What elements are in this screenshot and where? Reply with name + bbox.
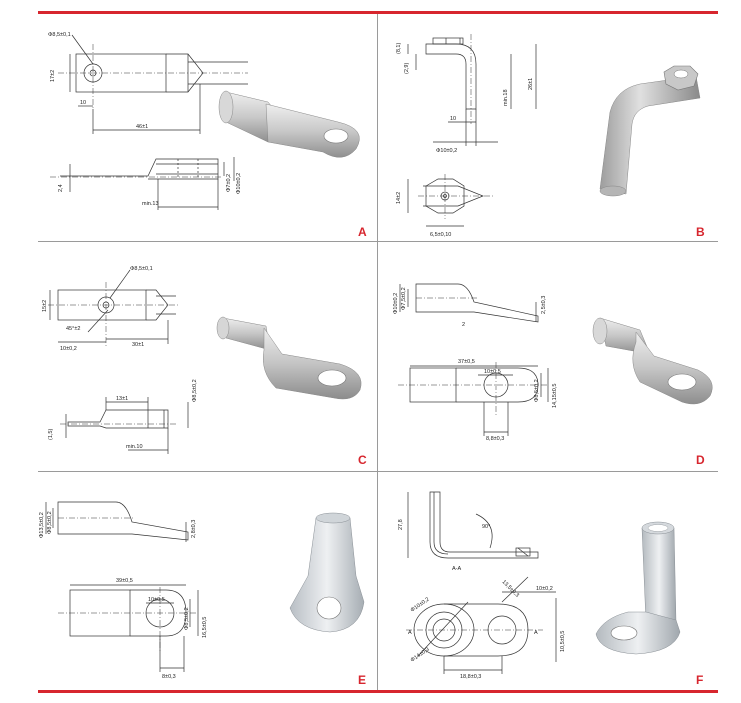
a-dim-inner: Φ7±0,2: [226, 174, 232, 192]
f-dim-height: 27,8: [398, 519, 404, 530]
panel-f-letter: F: [696, 673, 704, 687]
f-lug-render: [595, 521, 681, 655]
a-dim-length: 46±1: [136, 124, 148, 130]
f-dim-length: 18,8±0,3: [460, 674, 481, 680]
panel-f: 27,8 90° A-A Φ10±0,2 Φ14±0,3 13,5±0,3 10…: [378, 472, 718, 690]
panel-d-drawing: Φ10±0,2 Φ7,5±0,2 2 2,5±0,3 37±0,5 10±0,5…: [393, 283, 713, 442]
c-dim-diameter: Φ8,5±0,2: [192, 379, 198, 402]
e-lug-render: [289, 512, 365, 633]
e-dim-length: 39±0,5: [116, 578, 133, 584]
c-dim-flat: 13±1: [116, 396, 128, 402]
e-dim-pitch: 8±0,3: [162, 674, 176, 680]
f-label-a-left: A: [408, 630, 412, 636]
d-dim-hole: Φ8,5±0,2: [534, 379, 540, 402]
panel-b: (8,1) (2,9) min.18 26±1 10 Φ10±0,2 14±2 …: [378, 14, 718, 241]
panel-f-drawing: 27,8 90° A-A Φ10±0,2 Φ14±0,3 13,5±0,3 10…: [398, 491, 681, 680]
d-dim-pitch: 8,8±0,3: [486, 436, 504, 442]
d-dim-outer: Φ10±0,2: [393, 293, 399, 314]
e-dim-outer: Φ13,5±0,2: [39, 512, 45, 538]
b-dim-width: 14±2: [396, 192, 402, 204]
b-dim-min: min.18: [503, 89, 509, 106]
row-divider-1: [38, 241, 718, 242]
row-divider-2: [38, 471, 718, 472]
top-red-rule: [38, 11, 718, 14]
panel-e-letter: E: [358, 673, 367, 687]
a-dim-min: min.13: [142, 201, 159, 207]
d-dim-width: 14,15±0,5: [552, 384, 558, 408]
d-dim-thickness: 2,5±0,3: [541, 296, 547, 314]
panel-c-letter: C: [358, 453, 367, 467]
panel-c: Φ8,5±0,1 15±2 45°±2 10±0,2 30±1 13±1 (1,…: [38, 242, 377, 471]
e-dim-hole-pos: 10±0,5: [148, 597, 165, 603]
f-dim-hole-b: Φ14±0,3: [410, 647, 431, 664]
b-lug-render: [599, 65, 701, 197]
f-dim-section: A-A: [452, 566, 462, 572]
panel-d: Φ10±0,2 Φ7,5±0,2 2 2,5±0,3 37±0,5 10±0,5…: [378, 242, 718, 471]
f-dim-angle: 90°: [482, 524, 490, 530]
c-dim-angle: 45°±2: [66, 326, 80, 332]
c-dim-thickness: (1,5): [48, 429, 54, 440]
b-dim-left: (2,9): [404, 63, 410, 74]
panel-c-drawing: Φ8,5±0,1 15±2 45°±2 10±0,2 30±1 13±1 (1,…: [42, 266, 362, 454]
c-dim-offset: 10±0,2: [60, 346, 77, 352]
panel-a-letter: A: [358, 225, 367, 239]
a-dim-thickness: 2,4: [58, 184, 64, 192]
bottom-red-rule: [38, 690, 718, 693]
e-dim-hole: Φ8,5±0,2: [184, 607, 190, 630]
d-dim-sheet: 2: [462, 322, 465, 328]
panel-e: Φ13,5±0,2 Φ8,5±0,2 2,8±0,3 39±0,5 10±0,5…: [38, 472, 377, 690]
panel-b-drawing: (8,1) (2,9) min.18 26±1 10 Φ10±0,2 14±2 …: [396, 34, 701, 238]
a-dim-hole: Φ8,5±0,1: [48, 32, 71, 38]
c-dim-min: min.10: [126, 444, 143, 450]
panel-d-letter: D: [696, 453, 705, 467]
b-dim-diameter: Φ10±0,2: [436, 148, 457, 154]
b-dim-height: 26±1: [528, 78, 534, 90]
b-dim-nut: 6,5±0,10: [430, 232, 451, 238]
c-dim-hole: Φ8,5±0,1: [130, 266, 153, 272]
f-label-a-right: A: [534, 630, 538, 636]
panel-a-drawing: Φ8,5±0,1 17±2 10 46±1 2,4 min.13 Φ7±0,2 …: [48, 32, 360, 210]
a-lug-render: [218, 90, 360, 158]
c-dim-length: 30±1: [132, 342, 144, 348]
f-dim-hole-a: Φ10±0,2: [410, 597, 431, 614]
c-dim-height: 15±2: [42, 300, 48, 312]
a-dim-outer: Φ10±0,2: [236, 173, 242, 194]
a-dim-offset: 10: [80, 100, 86, 106]
d-lug-render: [592, 317, 713, 405]
b-dim-offset: 10: [450, 116, 456, 122]
d-dim-length: 37±0,5: [458, 359, 475, 365]
column-divider: [377, 14, 378, 690]
f-dim-slot: 13,5±0,3: [501, 579, 520, 598]
f-dim-width: 10,5±0,5: [560, 631, 566, 652]
e-dim-inner: Φ8,5±0,2: [47, 511, 53, 534]
e-dim-width: 16,5±0,5: [202, 617, 208, 638]
panel-b-letter: B: [696, 225, 705, 239]
a-dim-height: 17±2: [50, 70, 56, 82]
e-dim-thickness: 2,8±0,3: [191, 520, 197, 538]
c-lug-render: [216, 316, 362, 400]
panel-e-drawing: Φ13,5±0,2 Φ8,5±0,2 2,8±0,3 39±0,5 10±0,5…: [39, 501, 365, 680]
d-dim-inner: Φ7,5±0,2: [401, 287, 407, 310]
f-dim-offset: 10±0,2: [536, 586, 553, 592]
b-dim-top: (8,1): [396, 43, 402, 54]
d-dim-hole-pos: 10±0,5: [484, 369, 501, 375]
panel-a: Φ8,5±0,1 17±2 10 46±1 2,4 min.13 Φ7±0,2 …: [38, 14, 377, 241]
